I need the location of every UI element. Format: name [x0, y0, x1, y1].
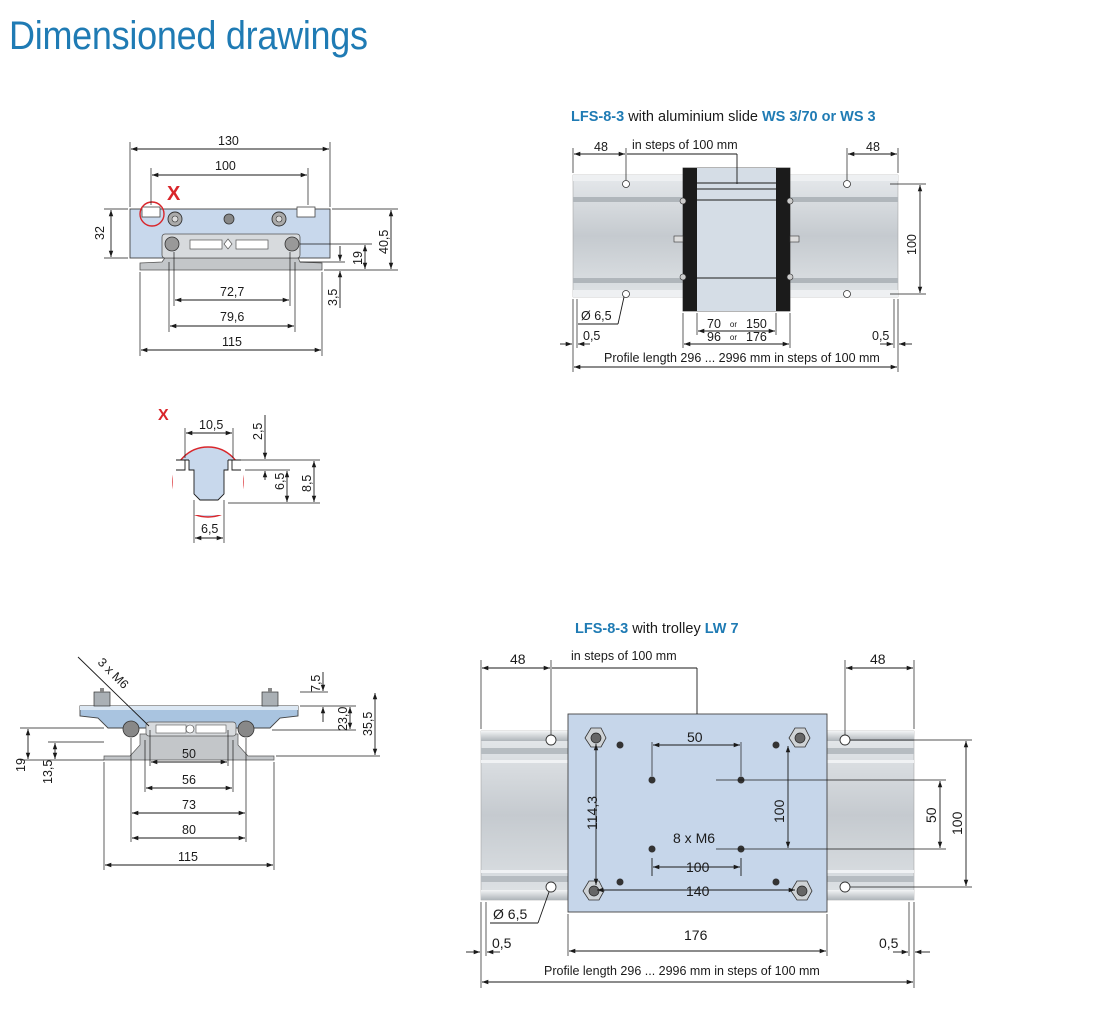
slide-top-view-drawing: LFS-8-3 with aluminium slide WS 3/70 or … [560, 109, 926, 372]
trolley-dim-140: 140 [686, 883, 710, 899]
dim-10-5: 10,5 [199, 418, 223, 432]
slide-profile-length: Profile length 296 ... 2996 mm in steps … [604, 351, 880, 365]
trolley-dim-7-5: 7,5 [309, 675, 323, 692]
trolley-dim-right-0-5: 0,5 [879, 935, 899, 951]
dim-72-7: 72,7 [220, 285, 244, 299]
slide-dim-left-48: 48 [594, 140, 608, 154]
dim-2-5: 2,5 [251, 423, 265, 440]
slide-dim-100: 100 [905, 234, 919, 255]
trolley-steps-note: in steps of 100 mm [571, 649, 677, 663]
trolley-dim-176: 176 [684, 927, 708, 943]
trolley-dim-23: 23,0 [336, 707, 350, 731]
slide-steps-note: in steps of 100 mm [632, 138, 738, 152]
hex-nut-br [790, 880, 813, 901]
dim-3-5: 3,5 [326, 289, 340, 306]
slide-hole-diameter: Ø 6,5 [581, 309, 612, 323]
slide-dim-right-48: 48 [866, 140, 880, 154]
trolley-hole-diameter: Ø 6,5 [493, 906, 527, 922]
trolley-caption: LFS-8-3 with trolley LW 7 [575, 621, 739, 637]
trolley-dim-13-5: 13,5 [41, 760, 55, 784]
hex-nut-tl [584, 727, 607, 748]
detail-highlight-circle [139, 201, 165, 227]
trolley-dim-73: 73 [182, 798, 196, 812]
detail-x-marker: X [158, 407, 169, 424]
trolley-dim-19: 19 [14, 758, 28, 772]
cross-section-slide-drawing: X 130 100 32 40,5 19 3,5 72,7 79,6 [93, 134, 398, 356]
trolley-dim-left-48: 48 [510, 651, 526, 667]
slot-profile [173, 460, 243, 515]
page-title: Dimensioned drawings [9, 14, 368, 58]
nut-left [93, 691, 111, 707]
dim-130: 130 [218, 134, 239, 148]
trolley-top-view-drawing: LFS-8-3 with trolley LW 7 50 [466, 621, 972, 988]
dim-115: 115 [222, 335, 242, 349]
slide-dim-left-0-5: 0,5 [583, 329, 600, 343]
trolley-dim-right-48: 48 [870, 651, 886, 667]
slide-caption: LFS-8-3 with aluminium slide WS 3/70 or … [571, 109, 876, 125]
dim-100: 100 [215, 159, 236, 173]
dim-79-6: 79,6 [220, 310, 244, 324]
trolley-dim-50: 50 [182, 747, 196, 761]
trolley-thread-label: 3 x M6 [95, 655, 131, 691]
trolley-dim-56: 56 [182, 773, 196, 787]
detail-x-drawing: X 10,5 2,5 6,5 8,5 6,5 [158, 407, 320, 543]
detail-marker: X [167, 183, 181, 205]
hex-nut-tr [788, 727, 811, 748]
trolley-thread-m6: 8 x M6 [673, 830, 715, 846]
trolley-profile-length: Profile length 296 ... 2996 mm in steps … [544, 964, 820, 978]
nut-right [261, 691, 279, 707]
trolley-dim-114-3: 114,3 [584, 796, 600, 830]
trolley-dim-50-top: 50 [687, 729, 703, 745]
slide-dim-right-0-5: 0,5 [872, 329, 889, 343]
trolley-dim-50-right: 50 [923, 807, 939, 823]
trolley-dim-35-5: 35,5 [361, 712, 375, 736]
dim-8-5: 8,5 [300, 475, 314, 492]
trolley-dim-left-0-5: 0,5 [492, 935, 512, 951]
trolley-dim-115: 115 [178, 850, 198, 864]
dim-6-5-depth: 6,5 [273, 473, 287, 490]
dim-40-5: 40,5 [377, 230, 391, 254]
cross-section-trolley-drawing: 3 x M6 7,5 23,0 35,5 19 13,5 50 56 73 80 [14, 655, 380, 870]
dim-6-5-width: 6,5 [201, 522, 218, 536]
trolley-dim-100-bottom: 100 [686, 859, 710, 875]
trolley-dim-100-right: 100 [949, 811, 965, 835]
trolley-dim-80: 80 [182, 823, 196, 837]
dim-32: 32 [93, 226, 107, 240]
dim-19: 19 [351, 251, 365, 265]
trolley-dim-100-inner: 100 [771, 799, 787, 823]
